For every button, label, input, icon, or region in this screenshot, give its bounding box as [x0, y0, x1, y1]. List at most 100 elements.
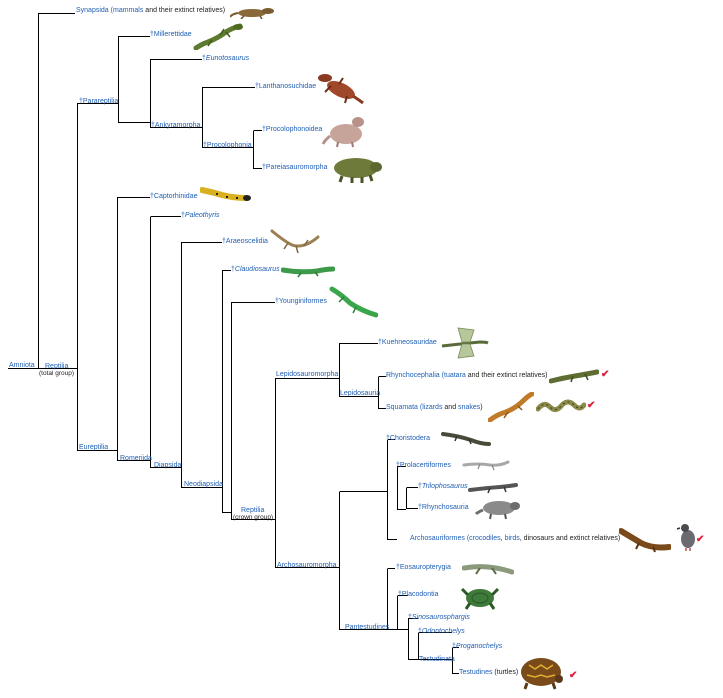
label-trilophosaurus[interactable]: †Trilophosaurus [418, 482, 468, 491]
kuehneosauridae-text: †Kuehneosauridae [378, 339, 437, 346]
label-lanthanosuchidae[interactable]: †Lanthanosuchidae [255, 82, 316, 91]
link-squamata[interactable]: Squamata [386, 404, 418, 411]
check-icon: ✔ [569, 670, 578, 681]
label-araeoscelidia[interactable]: †Araeoscelidia [222, 237, 268, 246]
paren: ( [466, 535, 470, 542]
label-diapsida[interactable]: Diapsida [154, 461, 181, 470]
label-eunotosaurus[interactable]: †Eunotosaurus [202, 54, 249, 63]
link-tuatara[interactable]: tuatara [444, 372, 466, 379]
and-text: and [444, 404, 457, 411]
label-paleothyris[interactable]: †Paleothyris [181, 211, 220, 220]
araeoscelid-icon [270, 229, 320, 254]
synapsida-relatives-text: and their extinct relatives) [145, 7, 226, 14]
lanthanosuchidae-text: †Lanthanosuchidae [255, 83, 317, 90]
trilophosaurus-icon [468, 483, 518, 494]
millerettid-icon [193, 23, 243, 50]
label-reptilia-total[interactable]: Reptilia [45, 362, 68, 371]
label-pantestudines[interactable]: Pantestudines [345, 623, 389, 632]
label-squamata: Squamata (lizards and snakes) [386, 404, 483, 411]
eosauropterygia-text: †Eosauropterygia [396, 564, 451, 571]
label-kuehneosauridae[interactable]: †Kuehneosauridae [378, 338, 437, 347]
label-archosauromorpha[interactable]: Archosauromorpha [277, 561, 337, 570]
rhynchosaur-icon [475, 501, 520, 520]
label-lepidosauromorpha[interactable]: Lepidosauromorpha [276, 370, 338, 379]
label-procolophonoidea[interactable]: †Procolophonoidea [262, 125, 322, 134]
label-sinosaurosphargis[interactable]: †Sinosaurosphargis [408, 613, 470, 622]
dagger: † [418, 628, 422, 635]
archosauromorpha-text: Archosauromorpha [277, 562, 337, 569]
link-rhynchocephalia[interactable]: Rhynchocephalia [386, 372, 440, 379]
label-choristodera[interactable]: †Choristodera [386, 434, 430, 443]
procolophonoidea-text: †Procolophonoidea [262, 126, 323, 133]
label-proganochelys[interactable]: †Proganochelys [452, 642, 502, 651]
label-placodontia[interactable]: †Placodontia [398, 590, 438, 599]
link-synapsida[interactable]: Synapsida [76, 7, 109, 14]
procolophonoid-icon [322, 117, 364, 148]
label-prolacertiformes[interactable]: †Prolacertiformes [396, 461, 451, 470]
trilophosaurus-text: Trilophosaurus [421, 483, 468, 490]
turtles-text: (turtles) [494, 669, 519, 676]
paren: ( [419, 404, 423, 411]
label-eosauropterygia[interactable]: †Eosauropterygia [396, 563, 451, 572]
amniota-text: Amniota [9, 362, 35, 369]
link-testudines[interactable]: Testudines [459, 669, 493, 676]
total-group-note: (total group) [39, 370, 75, 377]
label-millerettidae[interactable]: †Millerettidae [150, 30, 192, 39]
label-testudinata[interactable]: Testudinata [419, 655, 455, 664]
tortoise-icon [521, 658, 563, 690]
link-snakes[interactable]: snakes [458, 404, 481, 411]
choristodere-icon [441, 432, 491, 446]
younginiform-icon [329, 286, 378, 318]
label-odontochelys[interactable]: †Odontochelys [418, 627, 465, 636]
link-birds[interactable]: birds [504, 535, 520, 542]
pareiasaur-icon [334, 158, 382, 183]
romeriida-text: Romeriida [120, 455, 152, 462]
prolacertiformes-text: †Prolacertiformes [396, 462, 451, 469]
choristodera-text: †Choristodera [386, 435, 430, 442]
dagger: † [231, 266, 235, 273]
procolophonia-text: †Procolophonia [203, 142, 252, 149]
link-crocodiles[interactable]: crocodiles [469, 535, 501, 542]
snake-icon [536, 399, 586, 413]
label-pareiasauromorpha[interactable]: †Pareiasauromorpha [262, 163, 327, 172]
link-mammals[interactable]: mammals [113, 7, 144, 14]
younginiformes-text: †Younginiformes [275, 298, 327, 305]
captorhinidae-text: †Captorhinidae [150, 193, 198, 200]
lepidosauromorpha-text: Lepidosauromorpha [276, 371, 339, 378]
label-eureptilia[interactable]: Eureptilia [79, 443, 108, 452]
label-amniota[interactable]: Amniota [9, 361, 35, 370]
link-lizards[interactable]: lizards [422, 404, 443, 411]
label-claudiosaurus[interactable]: †Claudiosaurus [231, 265, 280, 274]
synapsid-icon [230, 8, 274, 19]
testudinata-text: Testudinata [419, 656, 455, 663]
check-icon: ✔ [587, 400, 596, 411]
label-younginiformes[interactable]: †Younginiformes [275, 297, 327, 306]
label-neodiapsida[interactable]: Neodiapsida [184, 480, 223, 489]
label-rhynchosauria[interactable]: †Rhynchosauria [418, 503, 469, 512]
label-romeriida[interactable]: Romeriida [120, 454, 152, 463]
rhyncho-relatives-text: and their extinct relatives) [467, 372, 548, 379]
comma: , [500, 535, 503, 542]
link-archosauriformes[interactable]: Archosauriformes [410, 535, 465, 542]
check-icon: ✔ [696, 534, 705, 545]
label-lepidosauria[interactable]: Lepidosauria [340, 389, 380, 398]
label-reptilia-crown[interactable]: Reptilia [241, 506, 264, 515]
eunotosaurus-text: Eunotosaurus [205, 55, 250, 62]
prolacertiform-icon [462, 460, 510, 471]
label-parareptilia[interactable]: †Parareptilia [79, 97, 118, 106]
kuehneosaurid-icon [441, 327, 489, 359]
pareiasauromorpha-text: †Pareiasauromorpha [262, 164, 328, 171]
dagger: † [452, 643, 456, 650]
ankyramorpha-text: †Ankyramorpha [151, 122, 201, 129]
label-captorhinidae[interactable]: †Captorhinidae [150, 192, 197, 201]
lanthanosuchid-icon [318, 74, 364, 104]
claudiosaurus-icon [281, 266, 335, 278]
label-ankyramorpha[interactable]: †Ankyramorpha [151, 121, 200, 130]
rhynchosauria-text: †Rhynchosauria [418, 504, 469, 511]
odontochelys-text: Odontochelys [421, 628, 465, 635]
label-procolophonia[interactable]: †Procolophonia [203, 141, 252, 150]
diapsida-text: Diapsida [154, 462, 182, 469]
dagger: † [202, 55, 206, 62]
check-icon: ✔ [601, 369, 610, 380]
parareptilia-text: †Parareptilia [79, 98, 119, 105]
